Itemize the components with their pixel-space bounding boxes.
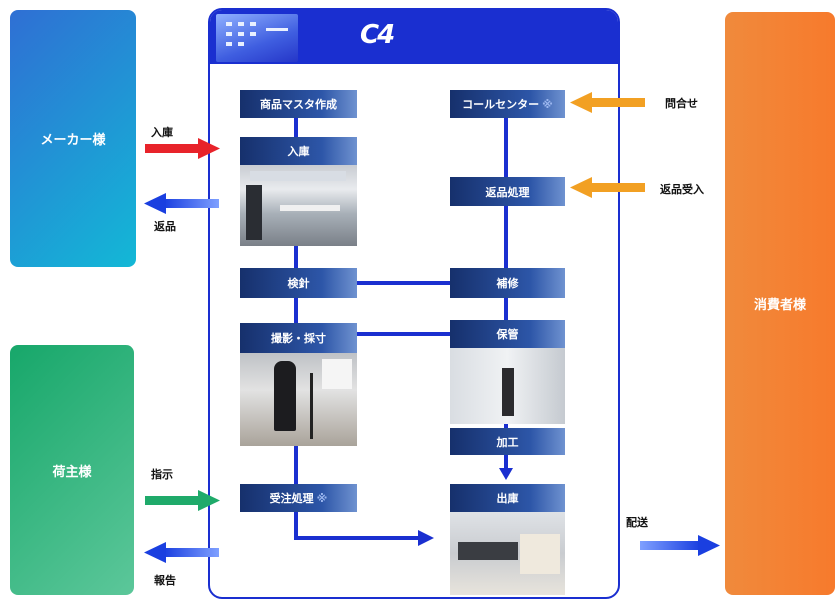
step-callcenter-label: コールセンター: [462, 98, 540, 111]
step-order-label: 受注処理: [269, 492, 314, 505]
step-order: 受注処理※: [240, 484, 357, 512]
step-processing: 加工: [450, 428, 565, 455]
arrow-delivery: [640, 535, 720, 556]
photo-storage: [450, 348, 565, 424]
order-asterisk: ※: [316, 491, 328, 505]
arrow-order-shipping: [418, 530, 434, 546]
arrow-return-out: [144, 193, 219, 214]
step-storage: 保管: [450, 320, 565, 348]
photo-shipping: [450, 512, 565, 595]
step-returns-label: 返品処理: [485, 185, 530, 199]
step-receiving-label: 入庫: [287, 145, 310, 158]
shipper-label: 荷主様: [52, 464, 92, 480]
flow-label-return-out: 返品: [154, 220, 176, 233]
step-inspection: 検針: [240, 268, 357, 298]
step-shipping-label: 出庫: [496, 492, 519, 505]
arrow-inquiry: [570, 92, 645, 113]
consumer-label: 消費者様: [753, 298, 806, 313]
step-master-label: 商品マスタ作成: [260, 98, 337, 111]
arrow-receiving-in: [145, 138, 220, 159]
maker-label: メーカー様: [40, 133, 106, 148]
step-inspection-label: 検針: [287, 277, 310, 290]
flow-label-receiving-in: 入庫: [151, 126, 173, 139]
flow-label-report: 報告: [154, 574, 176, 587]
flow-label-delivery: 配送: [626, 516, 648, 529]
building-image: [216, 14, 298, 62]
line-order-shipping: [294, 512, 420, 540]
shipper-box: 荷主様: [10, 345, 134, 595]
step-repair: 補修: [450, 268, 565, 298]
photo-receiving: [240, 165, 357, 246]
company-logo: C4: [360, 20, 395, 50]
step-shipping: 出庫: [450, 484, 565, 512]
frame-header: C4: [210, 10, 618, 64]
step-master: 商品マスタ作成: [240, 90, 357, 118]
callcenter-asterisk: ※: [542, 97, 553, 111]
arrow-return-accept: [570, 177, 645, 198]
step-callcenter: コールセンター※: [450, 90, 565, 118]
step-photo: 撮影・採寸: [240, 323, 357, 353]
arrow-processing-shipping: [499, 468, 513, 480]
flow-label-inquiry: 問合せ: [665, 97, 698, 110]
consumer-box: 消費者様: [725, 12, 835, 595]
step-storage-label: 保管: [496, 328, 519, 341]
step-returns: 返品処理: [450, 177, 565, 206]
arrow-report: [144, 542, 219, 563]
photo-studio: [240, 353, 357, 446]
maker-box: メーカー様: [10, 10, 136, 267]
flow-label-return-accept: 返品受入: [660, 183, 704, 196]
arrow-instruction: [145, 490, 220, 511]
step-photo-label: 撮影・採寸: [271, 332, 326, 345]
flow-label-instruction: 指示: [151, 468, 173, 481]
step-processing-label: 加工: [496, 435, 519, 449]
step-receiving: 入庫: [240, 137, 357, 165]
step-repair-label: 補修: [496, 277, 519, 290]
